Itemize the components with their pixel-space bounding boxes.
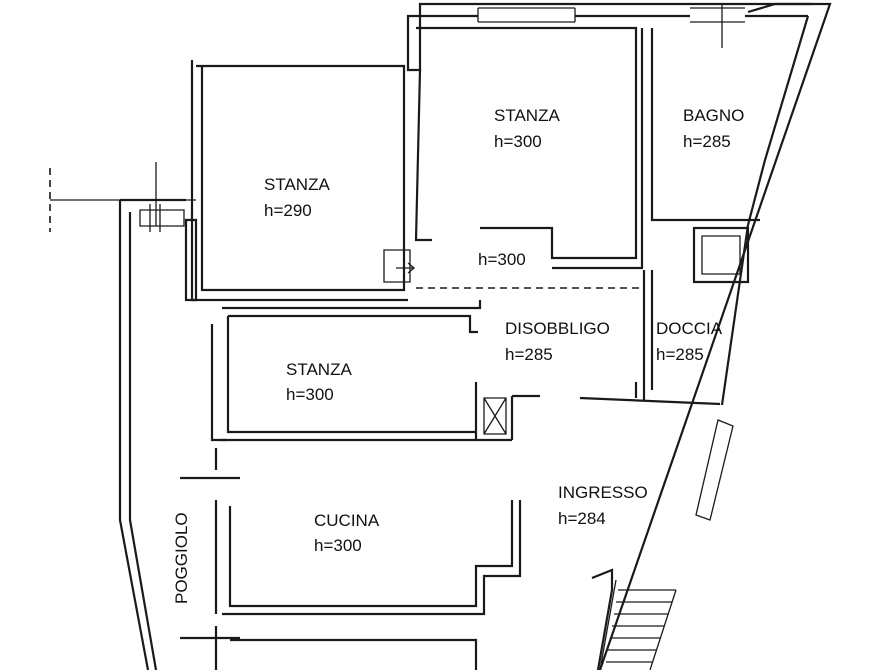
balcony-label: POGGIOLO: [172, 512, 191, 604]
room-label-bagno: BAGNO: [683, 106, 744, 125]
room-height-stanza-1: h=290: [264, 201, 312, 220]
partition-walls: [579, 382, 721, 406]
room-height-ingresso: h=284: [558, 509, 606, 528]
room-label-cucina: CUCINA: [314, 511, 380, 530]
room-label-stanza-3: STANZA: [286, 360, 352, 379]
room-label-stanza-2: STANZA: [494, 106, 560, 125]
room-bagno-walls: [642, 28, 760, 400]
room-label-stanza-1: STANZA: [264, 175, 330, 194]
corridor-height: h=300: [478, 250, 526, 269]
balcony-walls: [49, 162, 198, 670]
room-stanza-upper-walls: [406, 14, 644, 270]
bottom-walls: [180, 626, 478, 670]
room-label-disobbligo: DISOBBLIGO: [505, 319, 610, 338]
room-label-ingresso: INGRESSO: [558, 483, 648, 502]
exterior-wall-top: [418, 2, 812, 48]
room-label-doccia: DOCCIA: [656, 319, 723, 338]
room-height-bagno: h=285: [683, 132, 731, 151]
staircase: [591, 568, 677, 670]
room-stanza-middle-walls: [210, 300, 540, 442]
room-height-stanza-2: h=300: [494, 132, 542, 151]
room-height-cucina: h=300: [314, 536, 362, 555]
room-height-doccia: h=285: [656, 345, 704, 364]
room-height-stanza-3: h=300: [286, 385, 334, 404]
room-height-disobbligo: h=285: [505, 345, 553, 364]
room-cucina-walls: [180, 448, 522, 616]
